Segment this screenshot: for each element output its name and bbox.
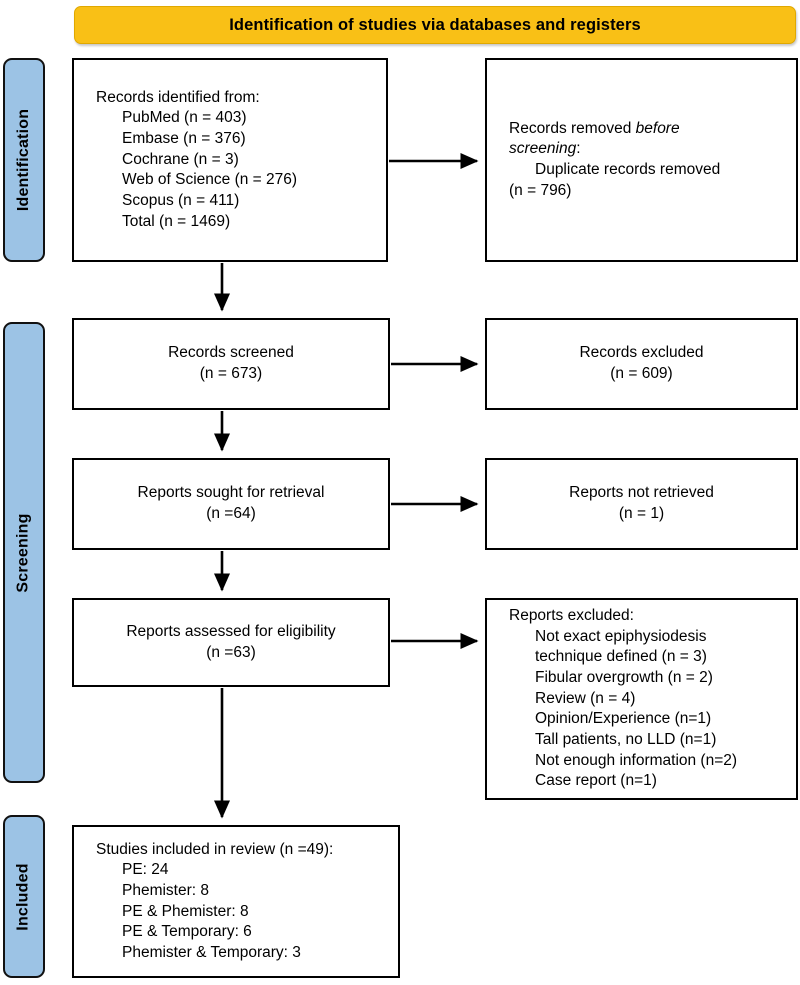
box-reports-sought: Reports sought for retrieval (n =64) [72,458,390,550]
reports-assessed-count: (n =63) [206,643,256,661]
records-removed-heading-line1: Records removed before [509,119,796,140]
stage-bar-included: Included [3,815,45,978]
records-removed-colon: : [576,140,581,158]
stage-label-identification: Identification [15,108,33,212]
records-excluded-label: Records excluded [579,344,704,362]
records-identified-item: Web of Science (n = 276) [122,171,298,189]
reports-not-retrieved-label: Reports not retrieved [569,484,714,502]
records-removed-heading-text: Records removed [509,119,636,137]
records-identified-item: PubMed (n = 403) [122,109,247,127]
records-removed-italic-screening: screening [509,140,577,158]
reports-sought-label: Reports sought for retrieval [137,484,325,502]
reports-excluded-item: technique defined (n = 3) [535,648,707,666]
diagram-title-text: Identification of studies via databases … [229,15,641,34]
records-identified-item: Cochrane (n = 3) [122,150,239,168]
box-records-screened: Records screened (n = 673) [72,318,390,410]
studies-included-item: PE & Phemister: 8 [122,902,249,920]
studies-included-item: Phemister: 8 [122,881,210,899]
reports-sought-count: (n =64) [206,505,256,522]
studies-included-heading: Studies included in review (n =49): [96,840,334,858]
reports-excluded-item: Opinion/Experience (n=1) [535,710,712,728]
records-identified-item: Scopus (n = 411) [122,191,240,209]
records-removed-italic-before: before [635,119,680,137]
studies-included-item: Phemister & Temporary: 3 [122,943,301,961]
studies-included-item: PE: 24 [122,861,169,879]
stage-label-included: Included [15,862,33,931]
box-reports-assessed: Reports assessed for eligibility (n =63) [72,598,390,687]
box-studies-included: Studies included in review (n =49): PE: … [72,825,400,978]
box-records-excluded: Records excluded (n = 609) [485,318,798,410]
box-records-identified: Records identified from: PubMed (n = 403… [72,58,388,262]
box-reports-excluded: Reports excluded: Not exact epiphysiodes… [485,598,798,800]
records-identified-heading: Records identified from: [96,88,260,106]
stage-bar-identification: Identification [3,58,45,262]
diagram-title-banner: Identification of studies via databases … [74,6,796,44]
reports-excluded-item: Case report (n=1) [535,772,657,790]
records-removed-count: (n = 796) [509,181,572,199]
box-records-removed: Records removed before screening: Duplic… [485,58,798,262]
reports-assessed-label: Reports assessed for eligibility [126,622,336,640]
records-excluded-count: (n = 609) [610,365,673,382]
reports-excluded-item: Fibular overgrowth (n = 2) [535,669,713,687]
records-screened-label: Records screened [168,344,294,362]
reports-excluded-item: Review (n = 4) [535,689,636,707]
reports-not-retrieved-count: (n = 1) [618,505,665,522]
studies-included-item: PE & Temporary: 6 [122,923,252,941]
records-screened-count: (n = 673) [199,365,263,382]
records-identified-item: Total (n = 1469) [122,212,231,230]
reports-excluded-item: Tall patients, no LLD (n=1) [535,730,717,748]
records-identified-item: Embase (n = 376) [122,130,246,148]
records-removed-heading-line2: screening: [509,139,796,160]
stage-bar-screening: Screening [3,322,45,783]
reports-excluded-heading: Reports excluded: [509,607,634,625]
reports-excluded-item: Not exact epiphysiodesis [535,627,707,645]
reports-excluded-item: Not enough information (n=2) [535,751,738,769]
box-reports-not-retrieved: Reports not retrieved (n = 1) [485,458,798,550]
stage-label-screening: Screening [15,512,33,593]
records-removed-item: Duplicate records removed [535,161,721,178]
